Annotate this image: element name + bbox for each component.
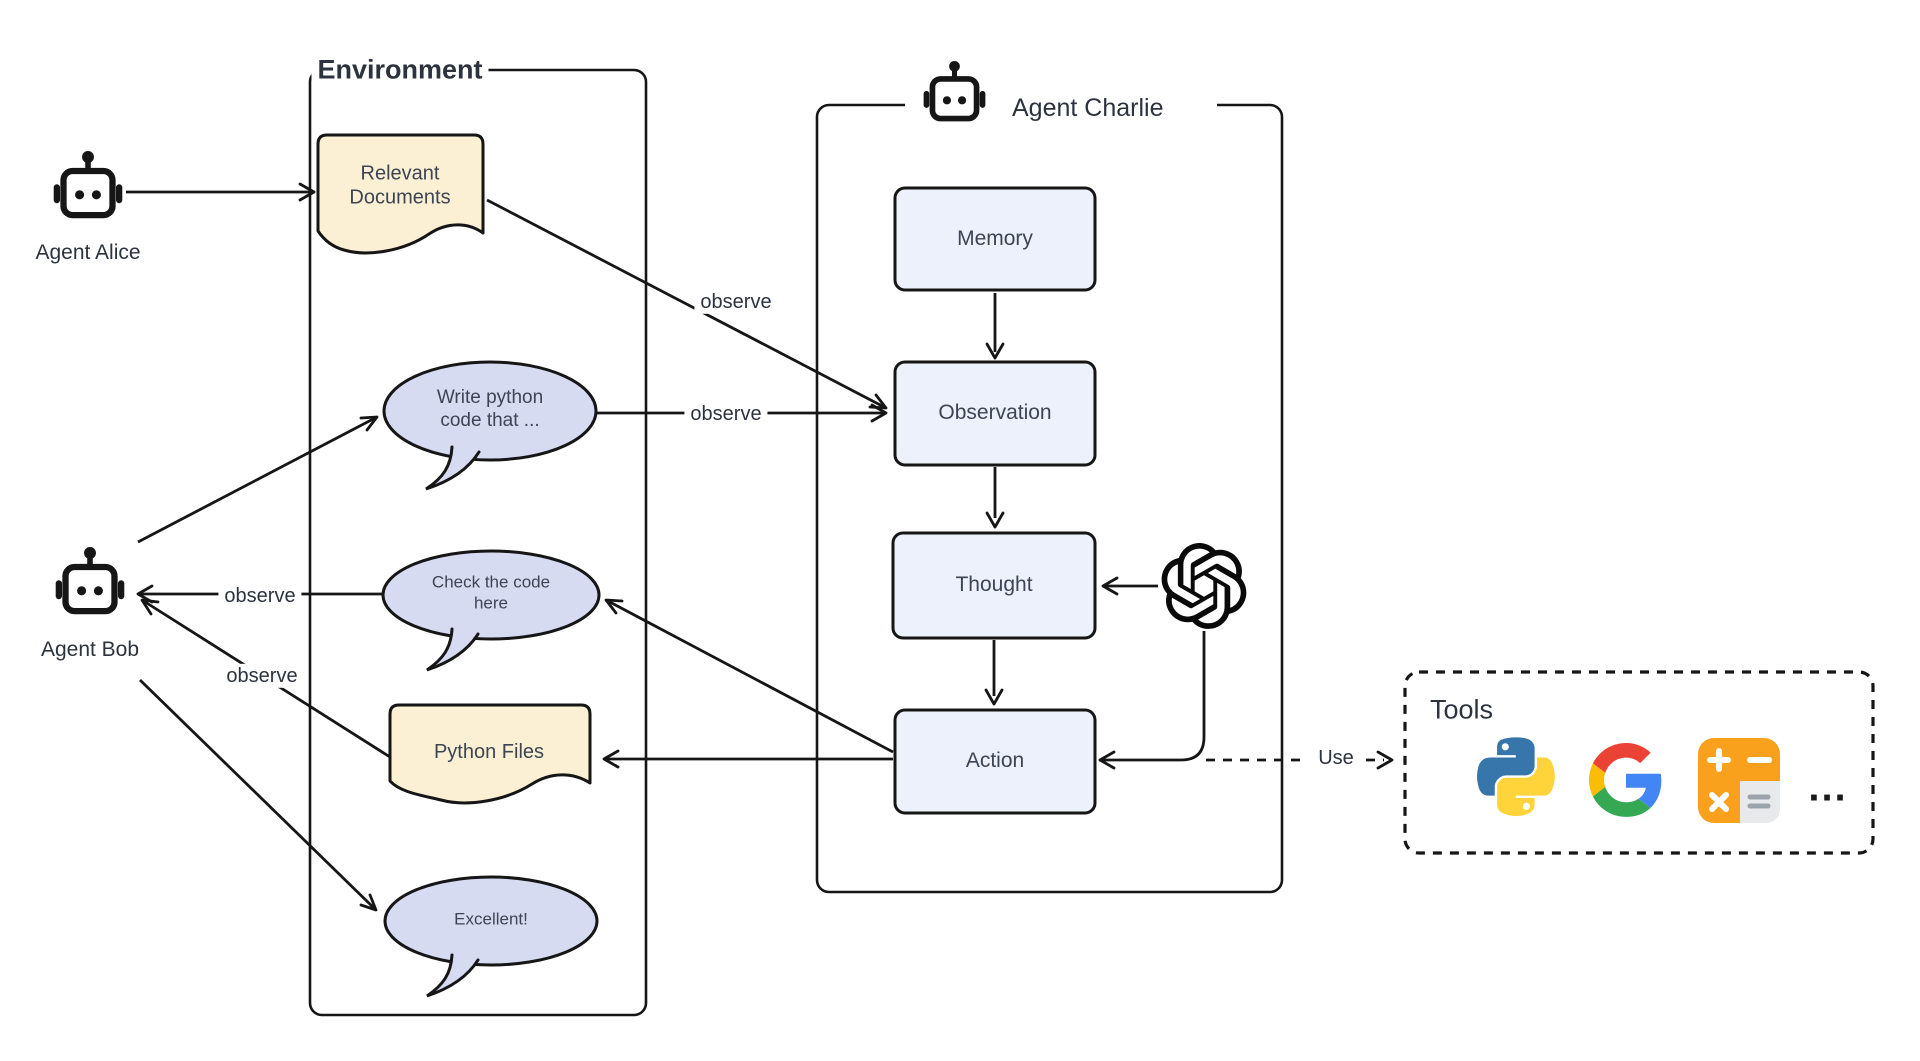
- bubble-excellent-label: Excellent!: [454, 909, 528, 929]
- edge-label-observe-check: observe: [218, 583, 302, 609]
- bubble-write-label: Write python code that ...: [436, 386, 544, 431]
- action-box: [893, 708, 1097, 815]
- edge-alice-to-docs: [126, 182, 316, 202]
- agent-charlie-label: Agent Charlie: [1012, 93, 1164, 122]
- edge-thought-to-action: [984, 640, 1004, 706]
- observation-label: Observation: [938, 401, 1052, 425]
- robot-icon-alice: [54, 151, 123, 215]
- python-files-shape: [388, 703, 592, 805]
- tools-more-ellipsis: ...: [1808, 765, 1848, 810]
- python-icon: [1476, 737, 1555, 817]
- edge-llm-to-thought: [1101, 576, 1158, 596]
- edge-llm-to-action: [1098, 631, 1206, 770]
- thought-box: [891, 531, 1097, 640]
- agent-bob-label: Agent Bob: [40, 638, 140, 662]
- environment-title: Environment: [311, 53, 489, 87]
- robot-icon-bob: [56, 547, 125, 611]
- bubble-write-shape: [382, 360, 598, 491]
- edge-memory-to-observation: [985, 293, 1005, 360]
- tools-container: [1403, 670, 1875, 855]
- robot-icon-charlie: [924, 61, 986, 119]
- observation-box: [893, 360, 1097, 467]
- bubble-check-label: Check the code here: [431, 572, 551, 612]
- edge-label-observe-docs: observe: [694, 289, 778, 315]
- edge-action-to-files: [602, 749, 893, 769]
- calculator-icon: [1698, 738, 1780, 823]
- edge-label-observe-write: observe: [684, 401, 768, 427]
- edge-bob-to-excellent: [139, 678, 378, 912]
- edge-action-to-check: [604, 598, 894, 754]
- bubble-excellent-shape: [383, 875, 599, 998]
- python-files-label: Python Files: [433, 740, 545, 763]
- edge-action-to-tools-use: [1206, 750, 1394, 770]
- action-label: Action: [965, 749, 1025, 773]
- edge-label-use: Use: [1312, 745, 1360, 771]
- relevant-documents-label: Relevant Documents: [349, 162, 451, 209]
- memory-box: [893, 186, 1097, 292]
- memory-label: Memory: [957, 227, 1033, 251]
- edge-observation-to-thought: [985, 467, 1005, 529]
- openai-logo-icon: [1161, 543, 1247, 629]
- google-icon: [1589, 743, 1662, 817]
- relevant-documents-shape: [316, 133, 485, 255]
- bubble-check-shape: [381, 549, 601, 672]
- thought-label: Thought: [955, 573, 1033, 597]
- edge-label-observe-files: observe: [220, 663, 304, 689]
- tools-title: Tools: [1430, 694, 1494, 725]
- agent-alice-label: Agent Alice: [35, 241, 141, 265]
- edge-bob-to-write: [137, 415, 379, 544]
